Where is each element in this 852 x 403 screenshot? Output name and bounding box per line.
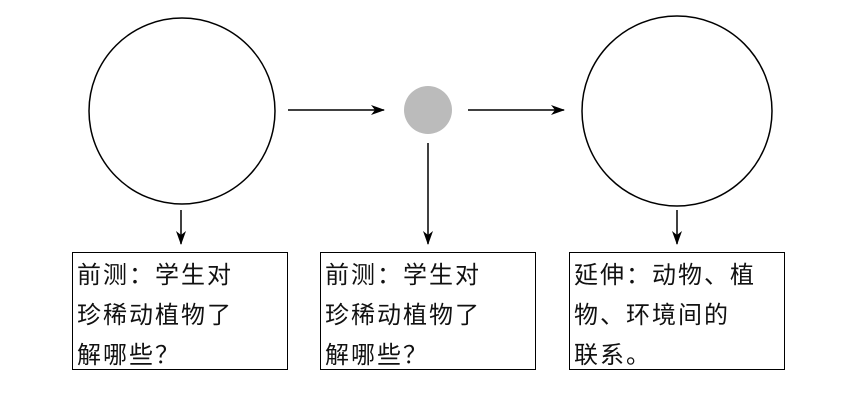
text-box-left: 前测：学生对 珍稀动植物了 解哪些？ bbox=[72, 252, 288, 370]
box-line: 前测：学生对 bbox=[325, 261, 481, 289]
left-circle bbox=[88, 17, 276, 205]
box-line: 珍稀动植物了 bbox=[325, 301, 481, 329]
box-line: 物、环境间的 bbox=[574, 301, 730, 329]
box-line: 联系。 bbox=[574, 341, 652, 369]
text-box-right: 延伸：动物、植 物、环境间的 联系。 bbox=[569, 252, 785, 370]
box-line: 解哪些？ bbox=[77, 341, 181, 369]
box-line: 解哪些？ bbox=[325, 341, 429, 369]
box-line: 珍稀动植物了 bbox=[77, 301, 233, 329]
right-circle bbox=[581, 15, 773, 207]
text-box-middle: 前测：学生对 珍稀动植物了 解哪些？ bbox=[320, 252, 536, 370]
box-line: 前测：学生对 bbox=[77, 261, 233, 289]
center-dot bbox=[404, 86, 452, 134]
box-line: 延伸：动物、植 bbox=[574, 261, 756, 289]
